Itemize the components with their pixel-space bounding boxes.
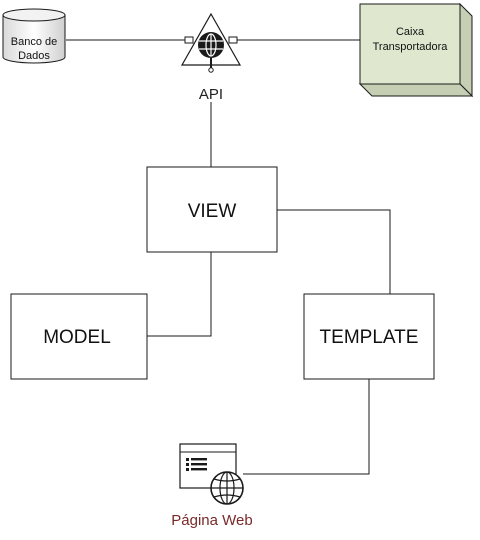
template-label: TEMPLATE xyxy=(320,327,419,348)
database-icon xyxy=(2,8,66,64)
api-label: API xyxy=(199,86,223,103)
globe-triangle-icon xyxy=(180,12,242,73)
template-box xyxy=(303,293,435,380)
api-node[interactable]: API xyxy=(180,12,242,103)
model-node[interactable]: MODEL xyxy=(10,293,148,380)
connector-view-model xyxy=(147,252,212,337)
caixa-label-line2: Transportadora xyxy=(373,41,449,53)
database-label-line1: Banco de xyxy=(11,36,57,48)
caixa-transportadora-node[interactable]: Caixa Transportadora xyxy=(358,2,474,98)
model-box xyxy=(10,293,148,380)
connector-template-webpage xyxy=(243,379,370,475)
caixa-label-line1: Caixa xyxy=(396,26,425,38)
web-page-globe-icon xyxy=(179,443,244,505)
model-label: MODEL xyxy=(43,327,111,348)
database-label-line2: Dados xyxy=(18,50,50,62)
database-node[interactable]: Banco de Dados xyxy=(2,8,66,64)
connector-view-template xyxy=(277,209,391,294)
connectors xyxy=(66,39,391,475)
caixa-bottom xyxy=(358,83,474,97)
webpage-label: Página Web xyxy=(171,512,252,529)
caixa-side xyxy=(459,2,473,98)
view-node[interactable]: VIEW xyxy=(146,166,278,253)
view-label: VIEW xyxy=(188,201,237,222)
webpage-node[interactable]: Página Web xyxy=(171,443,253,529)
view-box xyxy=(146,166,278,253)
template-node[interactable]: TEMPLATE xyxy=(303,293,435,380)
caixa-front xyxy=(359,3,461,85)
